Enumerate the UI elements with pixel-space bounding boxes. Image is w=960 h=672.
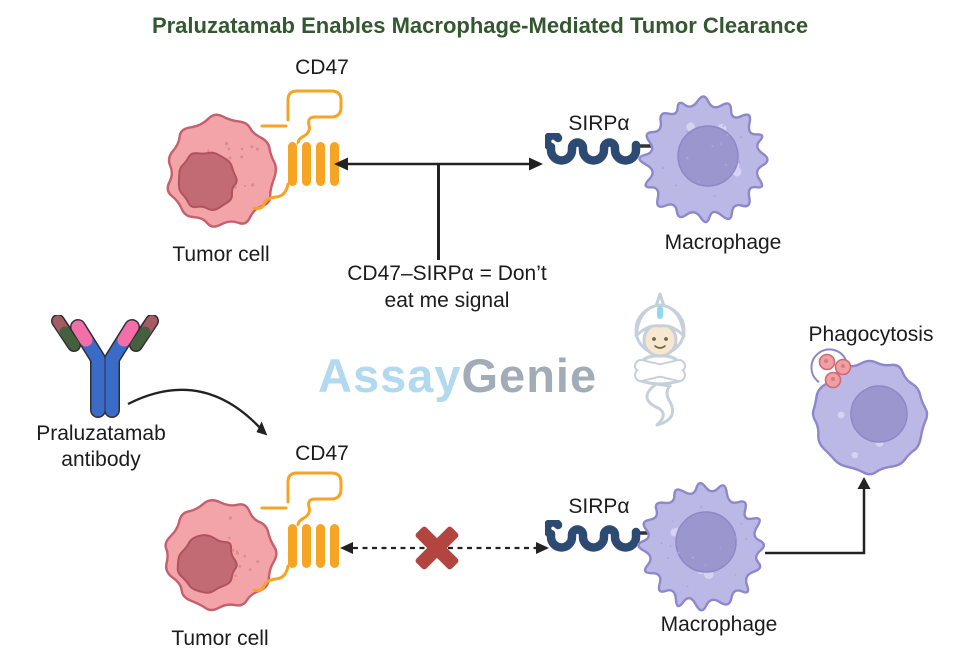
antibody-label-line1: Praluzatamab <box>36 422 166 445</box>
cd47-top-label: CD47 <box>295 56 349 79</box>
cd47-receptor-bottom-icon <box>252 471 343 592</box>
dont-eat-me-caption: CD47–SIRPα = Don’t eat me signal <box>337 260 557 314</box>
blocked-x-icon <box>415 526 459 570</box>
phagocytosis-arrow <box>765 477 871 555</box>
tumor-cell-top-label: Tumor cell <box>172 243 270 266</box>
macrophage-granules <box>660 506 747 588</box>
engulfed-tumor-particles <box>818 353 852 389</box>
cd47-bottom-label: CD47 <box>295 442 349 465</box>
tumor-cell-top-illustration <box>166 113 278 228</box>
caption-connector-line <box>437 164 440 260</box>
sirpa-bottom-label: SIRPα <box>568 495 630 518</box>
watermark-brand-part1: Assay <box>318 349 462 402</box>
macrophage-bottom-label: Macrophage <box>660 613 778 636</box>
phagocytosing-macrophage-illustration <box>810 348 929 476</box>
genie-mascot-icon <box>634 292 686 427</box>
antibody-label: Praluzatamab antibody <box>11 421 191 473</box>
phagocytosis-label: Phagocytosis <box>808 323 934 346</box>
macrophage-top-illustration <box>638 95 769 224</box>
cd47-receptor-top-icon <box>252 89 343 210</box>
diagram-title: Praluzatamab Enables Macrophage-Mediated… <box>151 13 809 38</box>
watermark-brand-part2: Genie <box>461 349 598 402</box>
tumor-cell-bottom-illustration <box>164 499 278 612</box>
macrophage-top-label: Macrophage <box>664 231 782 254</box>
antibody-label-line2: antibody <box>61 448 141 471</box>
praluzatamab-antibody-icon <box>51 315 159 418</box>
watermark-brand: AssayGenie <box>318 350 597 402</box>
tumor-cell-bottom-label: Tumor cell <box>171 627 269 650</box>
blocked-interaction-arrow <box>340 542 549 554</box>
macrophage-bottom-illustration <box>637 481 766 612</box>
macrophage-granules <box>661 124 743 197</box>
sirpa-top-label: SIRPα <box>568 112 630 135</box>
caption-line2: eat me signal <box>384 289 510 312</box>
antibody-binding-arrow <box>127 388 268 436</box>
caption-line1: CD47–SIRPα = Don’t <box>347 262 547 285</box>
